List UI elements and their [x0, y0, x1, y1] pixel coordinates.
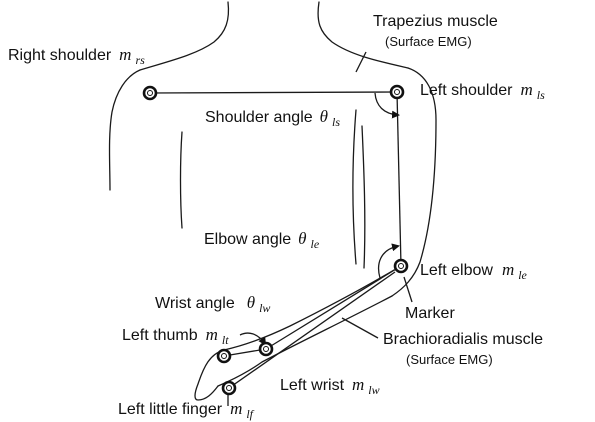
forearm-link-2	[229, 272, 395, 388]
left-chest-mark	[353, 110, 356, 264]
pointer-lines	[228, 52, 412, 406]
left-thumb-label: Left thumb m lt	[122, 325, 229, 347]
shoulder-angle-label: Shoulder angle θ ls	[205, 107, 340, 129]
marker-left-wrist	[260, 343, 272, 355]
brachioradialis-note: (Surface EMG)	[406, 352, 493, 367]
left-little-finger-label: Left little finger m lf	[118, 399, 255, 421]
shoulder-to-shoulder-link	[150, 92, 397, 93]
upper-arm-link	[397, 92, 401, 266]
marker-left-thumb	[218, 350, 230, 362]
left-elbow-label: Left elbow m le	[420, 260, 528, 282]
right-shoulder-contour	[110, 70, 141, 190]
brachioradialis-label: Brachioradialis muscle	[383, 331, 543, 348]
marker-left-elbow	[395, 260, 407, 272]
marker-label: Marker	[405, 305, 455, 322]
left-chest-mark-2	[362, 126, 365, 268]
left-wrist-label: Left wrist m lw	[280, 375, 380, 397]
marker-left-little-finger	[223, 382, 235, 394]
marker-right-shoulder	[144, 87, 156, 99]
right-shoulder-label: Right shoulder m rs	[8, 45, 145, 67]
right-chest-mark	[181, 132, 183, 228]
marker-left-shoulder	[391, 86, 403, 98]
trapezius-label: Trapezius muscle	[373, 13, 498, 30]
marker-pointer	[404, 277, 412, 302]
brachioradialis-pointer	[342, 318, 378, 338]
forearm-upper-contour	[218, 296, 392, 386]
wrist-angle-label: Wrist angle θ lw	[155, 293, 270, 315]
neck-left-line	[140, 2, 228, 70]
forearm-link-1	[266, 266, 401, 349]
trapezius-note: (Surface EMG)	[385, 34, 472, 49]
elbow-angle-label: Elbow angle θ le	[204, 229, 320, 251]
left-shoulder-label: Left shoulder m ls	[420, 80, 545, 102]
